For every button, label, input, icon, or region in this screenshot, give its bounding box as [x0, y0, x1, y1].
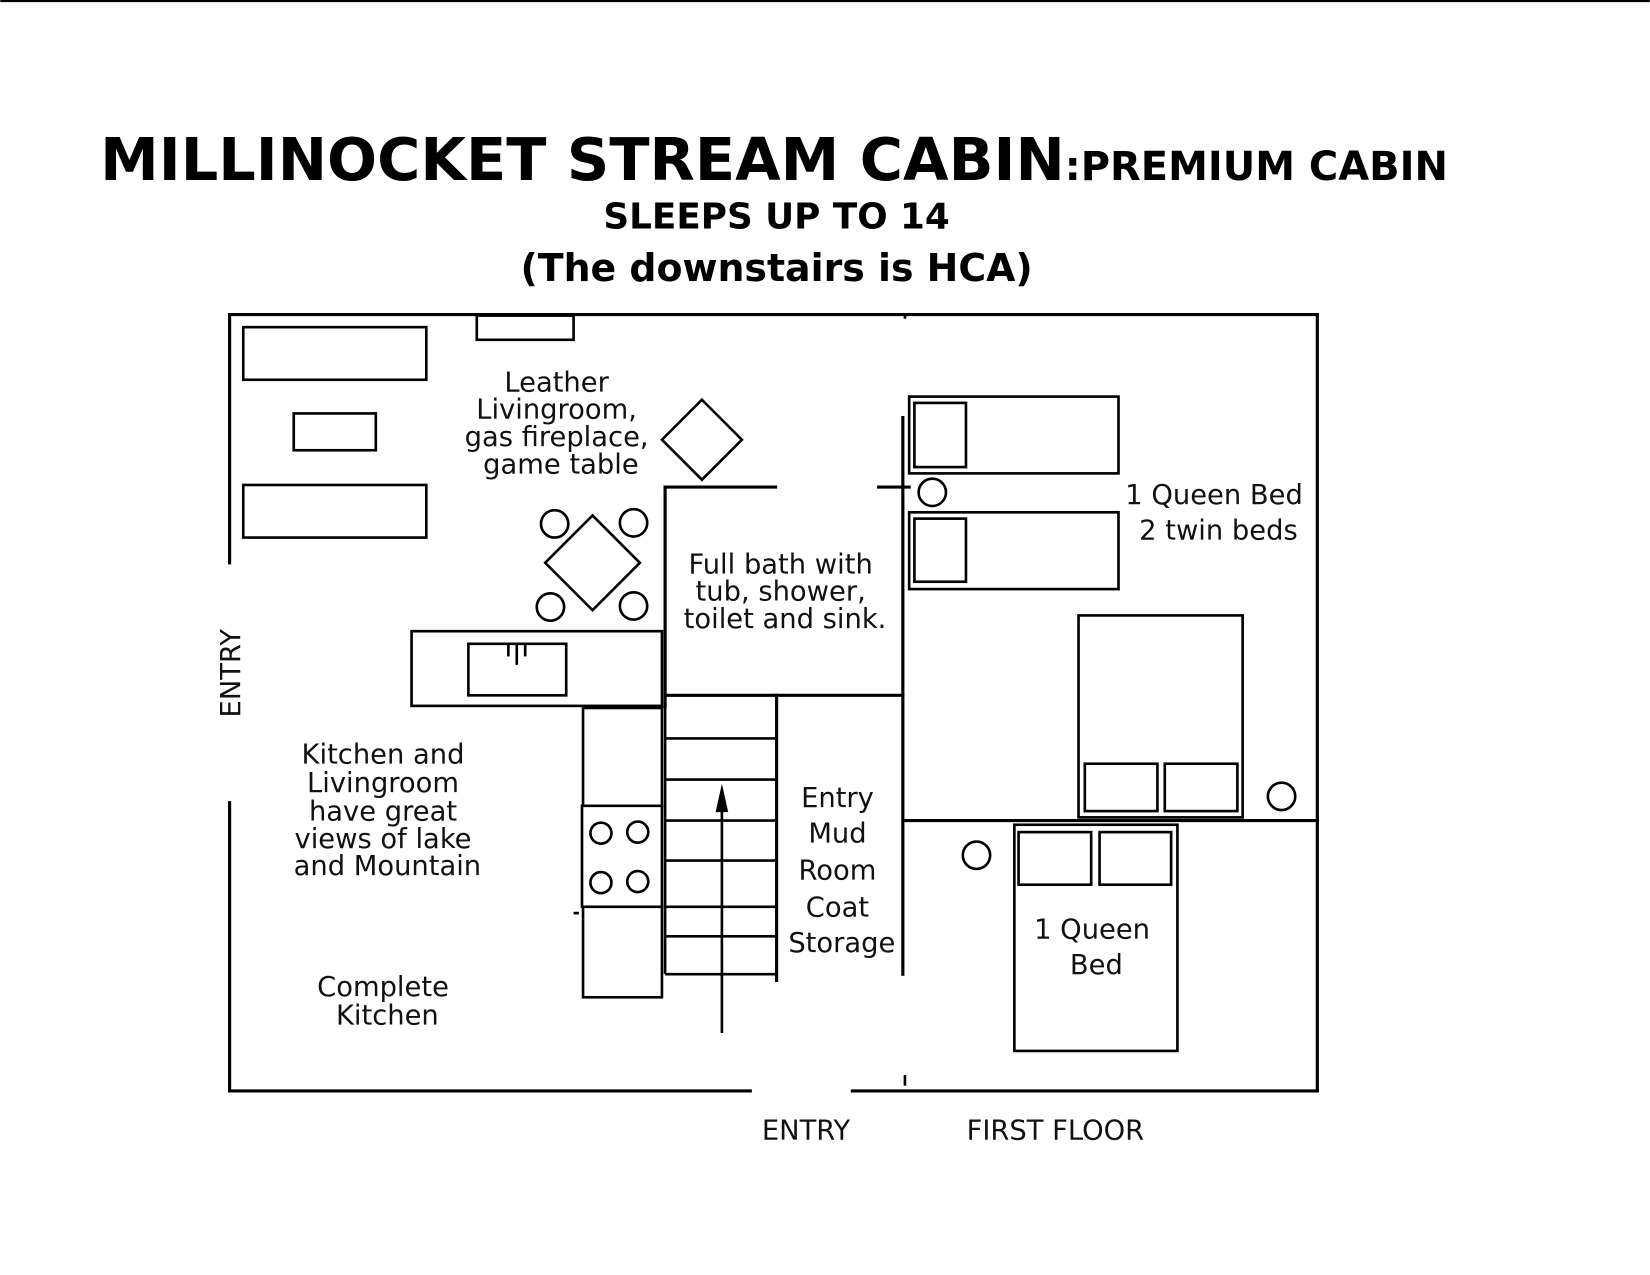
chair — [535, 592, 566, 622]
burner — [589, 870, 613, 895]
side-entry-label: ENTRY — [216, 629, 247, 718]
chair — [618, 507, 649, 538]
sofa-top — [241, 325, 428, 382]
coffee-table — [292, 412, 378, 452]
chair — [618, 590, 649, 621]
pillow — [1017, 830, 1093, 887]
game-table — [543, 513, 642, 613]
nightstand — [1266, 781, 1297, 812]
page-subtitle: SLEEPS UP TO 14 — [603, 196, 949, 237]
stair-arrow — [715, 783, 729, 1034]
nightstand — [961, 840, 992, 871]
floor-name-label: FIRST FLOOR — [967, 1115, 1145, 1146]
kitchen-label: Complete Kitchen — [317, 972, 457, 1031]
mudroom-label: Entry Mud Room Coat Storage — [788, 783, 895, 959]
burner — [625, 820, 650, 844]
pillow — [1083, 762, 1159, 813]
fireplace — [475, 314, 575, 342]
bedroom-2-label: 1 Queen Bed — [1034, 914, 1159, 981]
exterior-walls — [228, 312, 1319, 1093]
bedroom-1-label: 1 Queen Bed 2 twin beds — [1125, 480, 1311, 547]
burner — [589, 821, 613, 846]
pillow — [1098, 830, 1173, 887]
counter-upper — [581, 706, 664, 808]
hca-note: (The downstairs is HCA) — [520, 246, 1032, 290]
bedroom-1-furniture — [903, 395, 1297, 819]
page-title: MILLINOCKET STREAM CABIN:PREMIUM CABIN — [100, 125, 1448, 194]
bathroom-label: Full bath with tub, shower, toilet and s… — [684, 549, 887, 635]
nightstand — [917, 477, 948, 508]
arrow-up-icon — [715, 783, 729, 813]
sofa-bottom — [241, 483, 428, 539]
kitchen-views-label: Kitchen and Livingroom have great views … — [294, 740, 482, 883]
bottom-entry-label: ENTRY — [762, 1115, 851, 1146]
side-table-diamond — [660, 397, 744, 482]
living-room-label: Leather Livingroom, gas fireplace, game … — [465, 367, 658, 480]
living-room-furniture — [241, 314, 744, 539]
pillow — [913, 401, 968, 469]
pillow — [913, 517, 968, 584]
kitchen-fixtures — [410, 629, 664, 999]
chair — [539, 508, 570, 539]
game-table-set — [535, 507, 649, 622]
counter-lower — [581, 905, 664, 999]
bedroom-2-furniture — [961, 823, 1179, 1053]
pillow — [1163, 762, 1239, 813]
burner — [625, 869, 650, 894]
